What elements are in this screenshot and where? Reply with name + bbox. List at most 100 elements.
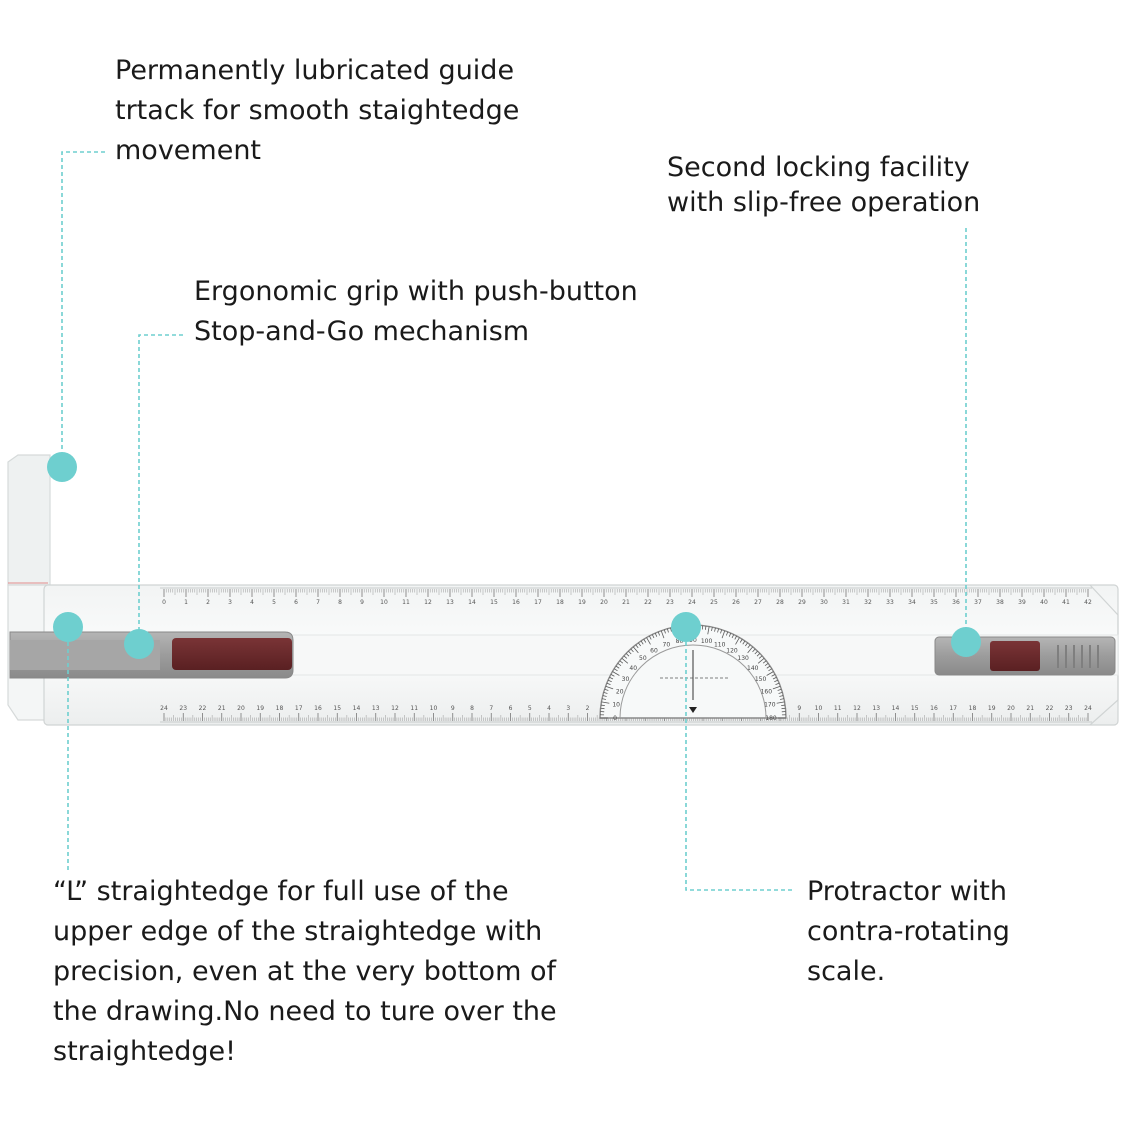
protractor-tick (632, 646, 639, 654)
protractor-tick (663, 629, 666, 634)
protractor-tick (757, 657, 765, 664)
scale-label: 31 (842, 599, 850, 606)
scale-label: 16 (930, 705, 938, 712)
leader-lines (61, 151, 967, 891)
protractor-tick (779, 695, 784, 697)
protractor-tick (721, 630, 726, 639)
protractor-tick (764, 663, 769, 667)
protractor-tick (635, 644, 639, 649)
scale-label: 10 (815, 705, 823, 712)
scale-label: 36 (952, 599, 960, 606)
protractor-tick (666, 628, 669, 633)
scale-label: 37 (974, 599, 982, 606)
protractor-tick (660, 630, 665, 639)
protractor-tick (735, 637, 740, 645)
scale-label: 33 (886, 599, 894, 606)
protractor-tick (754, 650, 758, 655)
protractor-tick (747, 644, 751, 649)
scale-label: 41 (1062, 599, 1070, 606)
protractor-tick (739, 638, 743, 643)
protractor-label: 130 (737, 655, 749, 662)
protractor-tick (714, 627, 716, 632)
scale-label: 8 (470, 705, 474, 712)
protractor-tick (619, 660, 624, 664)
protractor-tick (670, 627, 672, 632)
scale-label: 5 (272, 599, 276, 606)
protractor-label: 0 (613, 715, 617, 722)
protractor-tick (602, 695, 607, 697)
protractor-label: 140 (747, 665, 759, 672)
scale-label: 12 (424, 599, 432, 606)
scale-label: 24 (160, 705, 168, 712)
protractor-label: 160 (761, 688, 773, 695)
scale-label: 20 (1007, 705, 1015, 712)
scale-label: 13 (446, 599, 454, 606)
callout-line: Stop-and-Go mechanism (194, 316, 530, 347)
protractor-tick (742, 640, 746, 645)
protractor-tick (777, 688, 782, 691)
protractor-label: 150 (755, 676, 767, 683)
protractor-label: 60 (650, 647, 658, 654)
protractor-tick (630, 648, 634, 653)
scale-label: 9 (451, 705, 455, 712)
protractor-label: 40 (629, 665, 637, 672)
guide-track-callout: Permanently lubricated guide trtack for … (115, 51, 519, 171)
callout-line: precision, even at the very bottom of (53, 956, 556, 987)
protractor-tick (776, 701, 785, 704)
protractor-tick (621, 657, 629, 664)
protractor-tick (615, 665, 620, 669)
protractor-label: 10 (612, 701, 620, 708)
protractor-tick (643, 638, 647, 643)
protractor-tick (731, 634, 735, 639)
callout-line: “L” straightedge for full use of the (53, 876, 509, 907)
protractor-tick (758, 655, 763, 659)
protractor-tick (601, 701, 610, 704)
scale-label: 20 (600, 599, 608, 606)
scale-label: 4 (250, 599, 254, 606)
scale-label: 18 (969, 705, 977, 712)
callout-line: movement (115, 135, 262, 166)
protractor-tick (725, 631, 729, 636)
protractor-label: 30 (622, 676, 630, 683)
scale-label: 22 (199, 705, 207, 712)
callout-line: contra-rotating (807, 916, 1010, 947)
protractor-tick (778, 691, 783, 694)
protractor-tick (651, 634, 655, 639)
protractor-tick (704, 625, 707, 630)
protractor-tick (612, 671, 620, 676)
callout-line: Ergonomic grip with push-button (194, 276, 638, 307)
scale-label: 26 (732, 599, 740, 606)
scale-label: 22 (1046, 705, 1054, 712)
scale-label: 3 (566, 705, 570, 712)
grip-marker (124, 629, 154, 659)
l-straightedge-callout: “L” straightedge for full use of the upp… (53, 872, 557, 1072)
scale-label: 10 (430, 705, 438, 712)
scale-label: 6 (509, 705, 513, 712)
scale-label: 17 (295, 705, 303, 712)
scale-label: 2 (206, 599, 210, 606)
protractor-label: 170 (764, 701, 776, 708)
scale-label: 7 (489, 705, 493, 712)
scale-label: 28 (776, 599, 784, 606)
callout-line: the drawing.No need to ture over the (53, 996, 557, 1027)
protractor-label: 180 (765, 715, 777, 722)
protractor-tick (720, 629, 723, 634)
protractor-tick (603, 691, 608, 694)
scale-label: 5 (528, 705, 532, 712)
protractor-tick (707, 626, 710, 635)
protractor-tick (600, 704, 605, 707)
callout-line: Permanently lubricated guide (115, 55, 515, 86)
scale-label: 17 (534, 599, 542, 606)
scale-label: 19 (988, 705, 996, 712)
protractor-tick (768, 668, 773, 672)
protractor-tick (772, 685, 781, 690)
protractor-label: 20 (616, 688, 624, 695)
scale-label: 40 (1040, 599, 1048, 606)
protractor-tick (657, 631, 661, 636)
l-straightedge-marker (53, 612, 83, 642)
scale-label: 27 (754, 599, 762, 606)
scale-label: 4 (547, 705, 551, 712)
